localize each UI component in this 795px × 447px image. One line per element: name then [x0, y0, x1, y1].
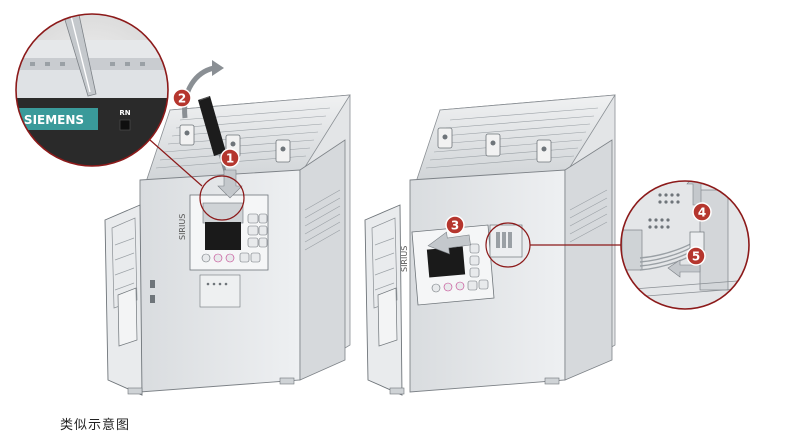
zoom-ring-right [620, 180, 750, 310]
zoom-bubble-left: SIEMENS RN [15, 13, 169, 167]
siemens-logo [16, 108, 98, 130]
callout-3: 3 [445, 215, 465, 235]
zoom-ring-left [15, 13, 169, 167]
siemens-brand-text: SIEMENS [24, 113, 84, 127]
svg-text:5: 5 [692, 250, 700, 264]
left-device: SIRIUS [104, 60, 351, 396]
rn-label: RN [119, 109, 130, 117]
callout-5: 5 [686, 246, 706, 266]
rotate-arrow [182, 65, 215, 119]
callout-4: 4 [692, 202, 712, 222]
callout-2: 2 [172, 88, 192, 108]
left-sirius-label: SIRIUS [178, 214, 187, 240]
right-sirius-label: SIRIUS [400, 246, 409, 272]
svg-text:3: 3 [451, 219, 459, 233]
svg-text:2: 2 [178, 92, 186, 106]
svg-text:4: 4 [698, 206, 706, 220]
leader-line-left [149, 139, 203, 187]
right-display-screen [426, 246, 466, 278]
figure-caption: 类似示意图 [60, 418, 131, 433]
left-display-screen [205, 222, 241, 250]
callout-1: 1 [220, 148, 240, 168]
svg-text:1: 1 [226, 152, 234, 166]
zoom-bubble-right [620, 180, 750, 310]
push-arrow [217, 169, 243, 199]
